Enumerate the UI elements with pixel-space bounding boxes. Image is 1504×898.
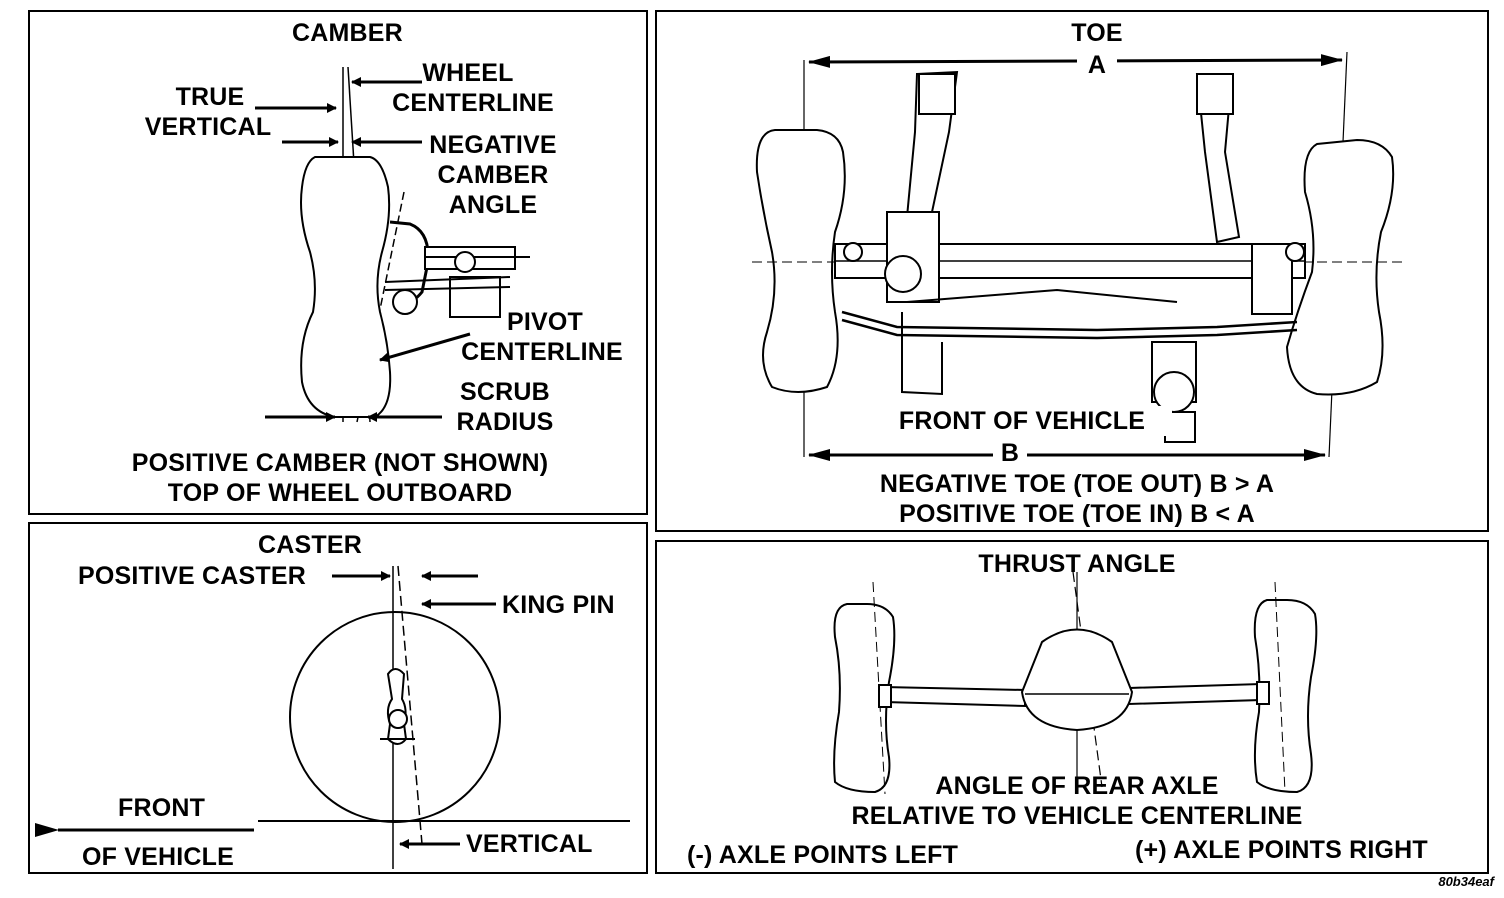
tire-section [300,156,392,418]
negative-camber-label-1: NEGATIVE [429,131,557,159]
king-pin-label: KING PIN [502,591,615,619]
scrub-radius-label-2: RADIUS [456,408,554,436]
toe-panel: TOE A FRONT OF VEHICLE B NEGATIVE TOE (T… [655,10,1489,532]
king-pin-knuckle [386,668,408,745]
scrub-radius-label-1: SCRUB [460,378,550,406]
dimension-a-label: A [1077,50,1117,80]
caster-panel: CASTER POSITIVE CASTER KING PIN FRONT OF… [28,522,648,874]
axle-tube-right [1128,682,1262,706]
camber-footer-1: POSITIVE CAMBER (NOT SHOWN) [131,449,549,477]
camber-footer-2: TOP OF WHEEL OUTBOARD [167,479,513,507]
camber-title: CAMBER [292,19,403,47]
right-front-tire [1285,138,1395,396]
axle-points-right-label: (+) AXLE POINTS RIGHT [1135,836,1428,864]
true-vertical-label-2: VERTICAL [144,113,272,141]
axle-points-left-label: (-) AXLE POINTS LEFT [687,841,959,869]
dimension-b-label: B [993,438,1027,468]
thrust-caption-1: ANGLE OF REAR AXLE [935,772,1219,800]
front-of-vehicle-label-1: FRONT [118,794,206,822]
toe-footer-2: POSITIVE TOE (TOE IN) B < A [899,500,1255,528]
thrust-caption-2: RELATIVE TO VEHICLE CENTERLINE [851,802,1303,830]
pivot-centerline-label-2: CENTERLINE [461,338,623,366]
rear-left-tire [833,603,896,794]
wheel-centerline-label-1: WHEEL [422,59,514,87]
toe-title: TOE [1071,19,1123,47]
negative-camber-label-2: CAMBER [437,161,549,189]
thrust-title: THRUST ANGLE [978,550,1176,578]
front-of-vehicle-label: FRONT OF VEHICLE [872,406,1172,436]
wheel-centerline-label-2: CENTERLINE [392,89,554,117]
front-of-vehicle-label-2: OF VEHICLE [82,843,235,871]
differential [1020,628,1134,732]
caster-title: CASTER [258,531,362,559]
positive-caster-label: POSITIVE CASTER [78,562,307,590]
rear-right-tire [1253,599,1318,794]
true-vertical-label-1: TRUE [175,83,245,111]
axle-tube-left [884,685,1026,708]
king-pin-axis [397,565,423,845]
vertical-label: VERTICAL [466,830,593,858]
thrust-panel: THRUST ANGLE ANGLE OF REAR AXLE RELATIVE… [655,540,1489,874]
camber-panel: CAMBER WHEEL CENTERLINE TRUE VERTICAL NE… [28,10,648,515]
toe-drawing [752,51,1402,461]
toe-footer-1: NEGATIVE TOE (TOE OUT) B > A [879,470,1275,498]
dimension-a-line [808,54,1343,68]
camber-drawing [255,66,530,423]
caster-drawing [35,565,630,869]
negative-camber-label-3: ANGLE [448,191,538,219]
figure-code: 80b34eaf [1438,874,1494,889]
left-front-tire [755,129,846,393]
pivot-centerline-label-1: PIVOT [506,308,583,336]
thrust-drawing [833,571,1318,795]
